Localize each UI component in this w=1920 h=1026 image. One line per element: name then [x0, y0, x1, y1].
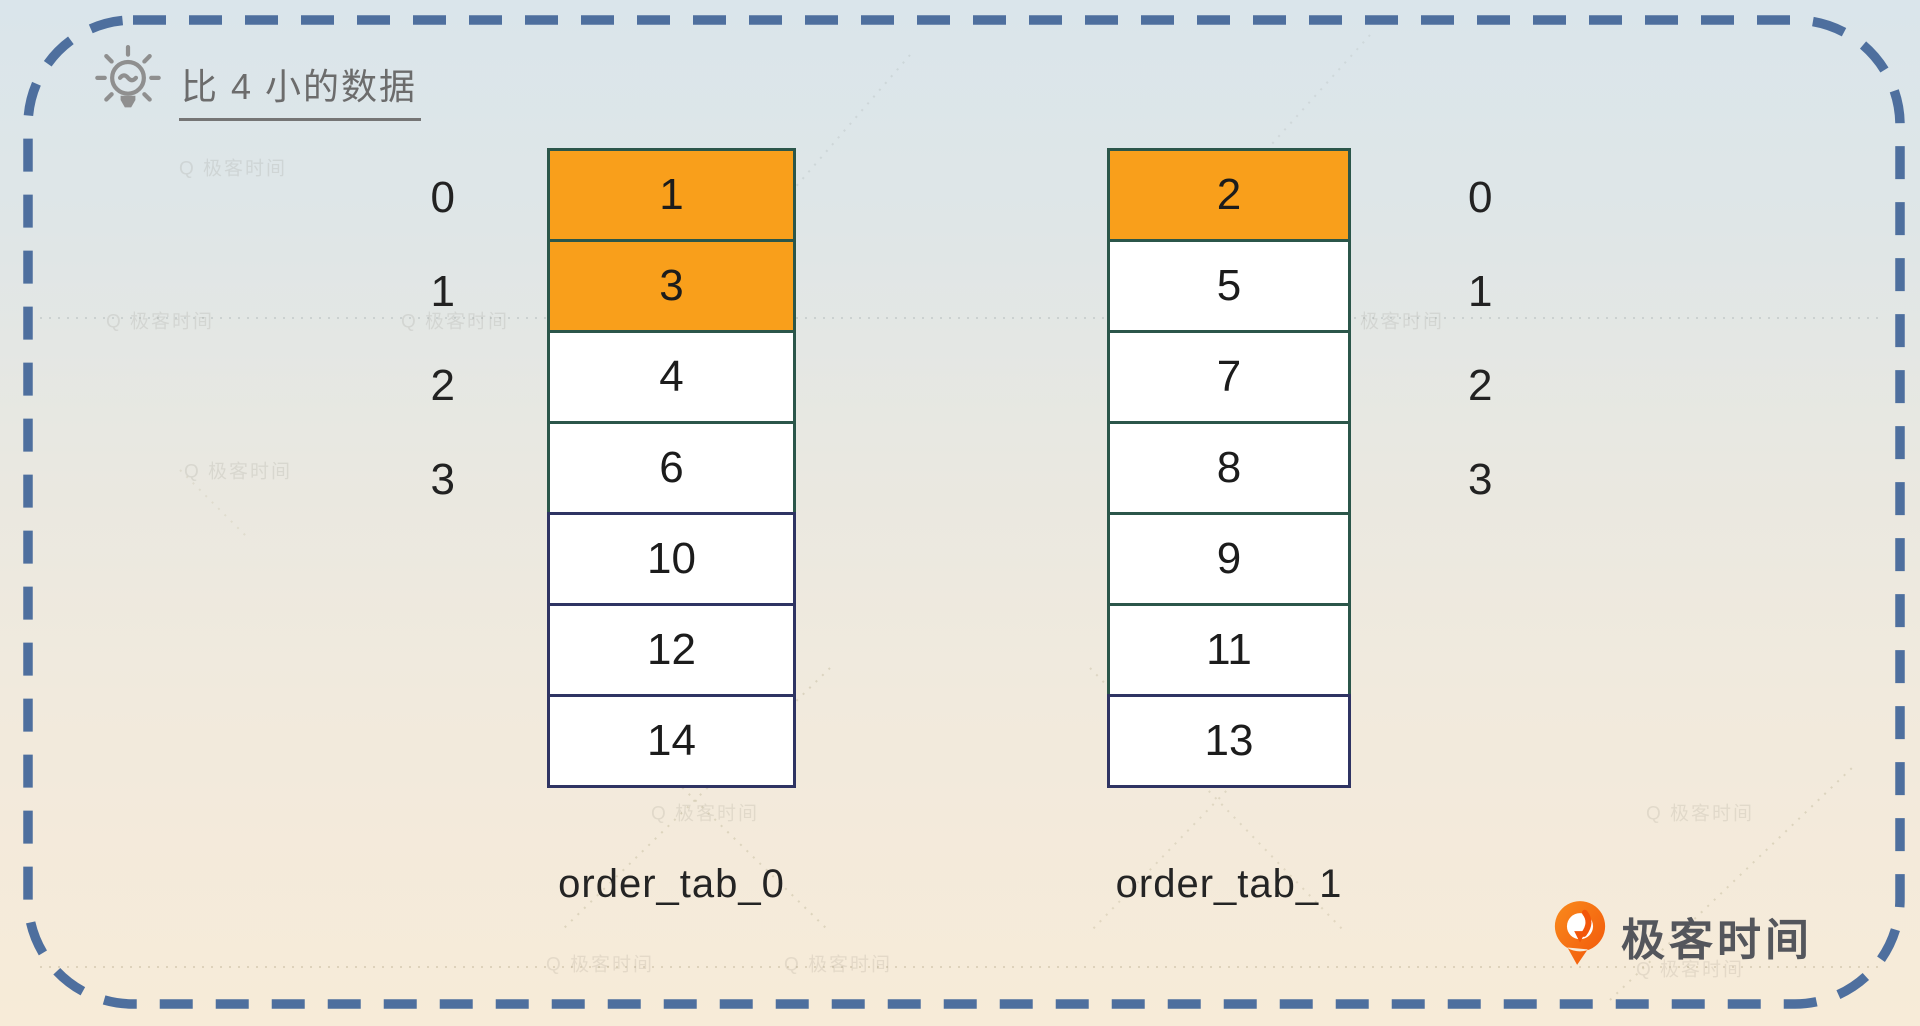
array-cell-order_tab_0-12: 12 [547, 603, 796, 697]
array-cell-order_tab_1-7: 7 [1107, 330, 1351, 424]
geektime-watermark: Q 极客时间 [1335, 311, 1445, 333]
geektime-watermark: Q 极客时间 [1645, 803, 1755, 825]
array-cell-order_tab_1-5: 5 [1107, 239, 1351, 333]
index-label-order_tab_0-0: 0 [430, 173, 455, 222]
index-label-order_tab_1-1: 1 [1468, 267, 1493, 316]
array-cell-order_tab_0-6: 6 [547, 421, 796, 515]
table-name-label-order_tab_1: order_tab_1 [1115, 862, 1343, 906]
table-name-label-order_tab_0: order_tab_0 [558, 862, 785, 906]
array-cell-order_tab_1-11: 11 [1107, 603, 1351, 697]
page-title: 比 4 小的数据 [179, 44, 422, 121]
array-cell-order_tab_0-4: 4 [547, 330, 796, 424]
geektime-logo-text: 极客时间 [1621, 915, 1813, 965]
geektime-watermark: Q 极客时间 [545, 954, 655, 976]
array-cell-order_tab_0-1: 1 [547, 148, 796, 242]
index-label-order_tab_0-1: 1 [430, 267, 455, 316]
array-cell-order_tab_1-2: 2 [1107, 148, 1351, 242]
geektime-logo: 极客时间 [1551, 899, 1813, 972]
array-cell-order_tab_0-10: 10 [547, 512, 796, 606]
array-cell-order_tab_1-13: 13 [1107, 694, 1351, 788]
index-label-order_tab_0-3: 3 [430, 455, 455, 504]
geektime-logo-mark-icon [1551, 899, 1609, 972]
array-cell-order_tab_1-9: 9 [1107, 512, 1351, 606]
index-label-order_tab_1-3: 3 [1468, 455, 1493, 504]
title-block: 比 4 小的数据 [93, 44, 422, 123]
array-cell-order_tab_0-14: 14 [547, 694, 796, 788]
geektime-watermark: Q 极客时间 [783, 954, 893, 976]
array-cell-order_tab_1-8: 8 [1107, 421, 1351, 515]
geektime-watermark: Q 极客时间 [650, 803, 760, 825]
index-label-order_tab_0-2: 2 [430, 361, 455, 410]
geektime-watermark: Q 极客时间 [105, 311, 215, 333]
index-label-order_tab_1-2: 2 [1468, 361, 1493, 410]
index-label-order_tab_1-0: 0 [1468, 173, 1493, 222]
array-cell-order_tab_0-3: 3 [547, 239, 796, 333]
lightbulb-icon [93, 44, 163, 123]
geektime-watermark: Q 极客时间 [183, 461, 293, 483]
geektime-watermark: Q 极客时间 [178, 158, 288, 180]
